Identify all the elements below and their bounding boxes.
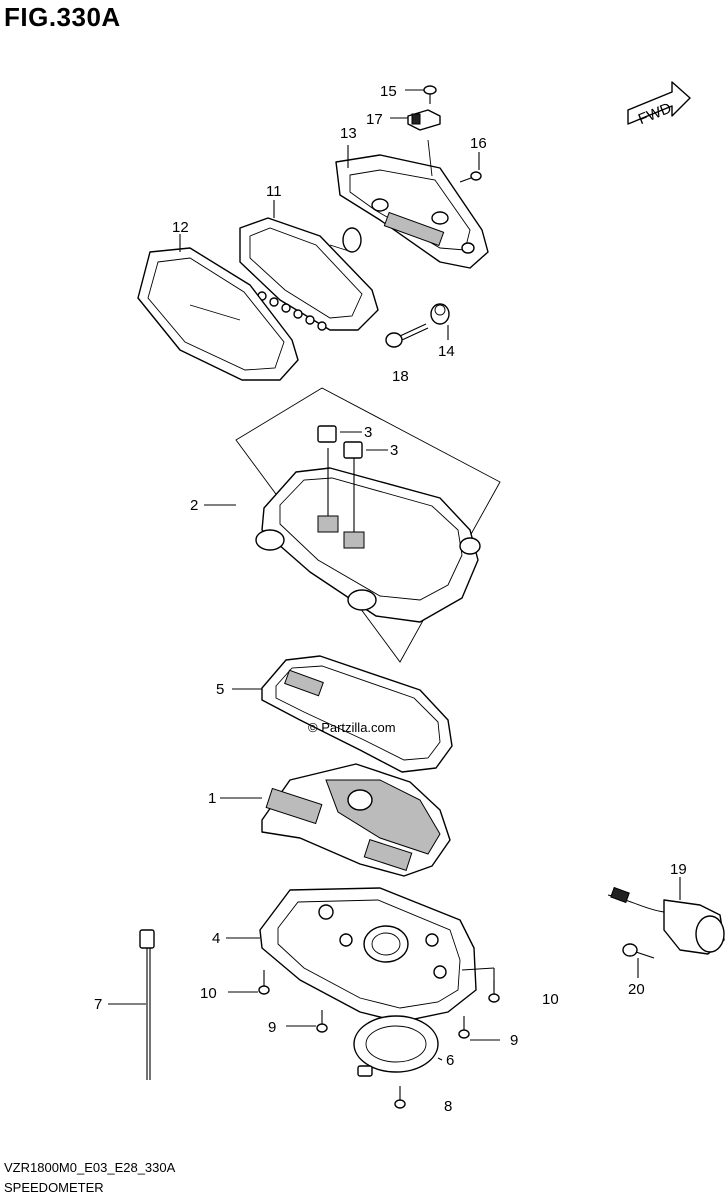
part-2-upper-case-group <box>235 387 501 663</box>
figure-code: VZR1800M0_E03_E28_330A <box>4 1160 176 1175</box>
callout-19: 19 <box>670 861 687 878</box>
callout-13: 13 <box>340 125 357 142</box>
callout-17: 17 <box>366 111 383 128</box>
callout-20: 20 <box>628 981 645 998</box>
callout-4: 4 <box>212 930 220 947</box>
callout-9a: 9 <box>268 1019 276 1036</box>
callout-15: 15 <box>380 83 397 100</box>
part-3-cushion-b <box>343 441 363 459</box>
callout-12: 12 <box>172 219 189 236</box>
callout-10a: 10 <box>200 985 217 1002</box>
callout-11: 11 <box>266 183 282 200</box>
fwd-arrow-icon: FWD <box>627 81 691 128</box>
part-20-bolt <box>622 943 655 959</box>
callout-18: 18 <box>392 368 409 385</box>
part-15-screw <box>423 85 437 104</box>
part-14-grommet <box>430 303 450 325</box>
callout-1: 1 <box>208 790 216 807</box>
callout-2: 2 <box>190 497 198 514</box>
part-6-ring-gasket <box>353 1015 439 1077</box>
callout-3a: 3 <box>364 424 372 441</box>
part-13-bracket <box>335 139 489 269</box>
part-9-screw-left <box>316 1010 328 1033</box>
callout-6: 6 <box>446 1052 454 1069</box>
callout-3b: 3 <box>390 442 398 459</box>
part-8-screw <box>394 1086 406 1109</box>
part-18-bolt <box>385 323 429 348</box>
callout-8: 8 <box>444 1098 452 1115</box>
part-12-lens <box>137 247 299 381</box>
figure-name: SPEEDOMETER <box>4 1180 104 1195</box>
watermark: © Partzilla.com <box>308 720 396 735</box>
callout-16: 16 <box>470 135 487 152</box>
part-17-clip <box>407 109 441 131</box>
part-7-cable-tie <box>139 929 155 1080</box>
part-4-lower-case <box>259 887 477 1023</box>
part-3-cushion-a <box>317 425 337 443</box>
figure-title: FIG.330A <box>4 2 121 32</box>
part-1-meter-assembly <box>261 763 451 877</box>
callout-5: 5 <box>216 681 224 698</box>
part-5-gasket <box>261 655 453 773</box>
callout-10b: 10 <box>542 991 559 1008</box>
callout-14: 14 <box>438 343 455 360</box>
part-10-screw-left <box>258 970 270 995</box>
callout-7: 7 <box>94 996 102 1013</box>
callout-9b: 9 <box>510 1032 518 1049</box>
part-16-screw <box>459 171 482 183</box>
part-19-sensor <box>607 886 725 955</box>
part-9-screw-right <box>458 1016 470 1039</box>
part-10-screw-right <box>488 980 500 1003</box>
